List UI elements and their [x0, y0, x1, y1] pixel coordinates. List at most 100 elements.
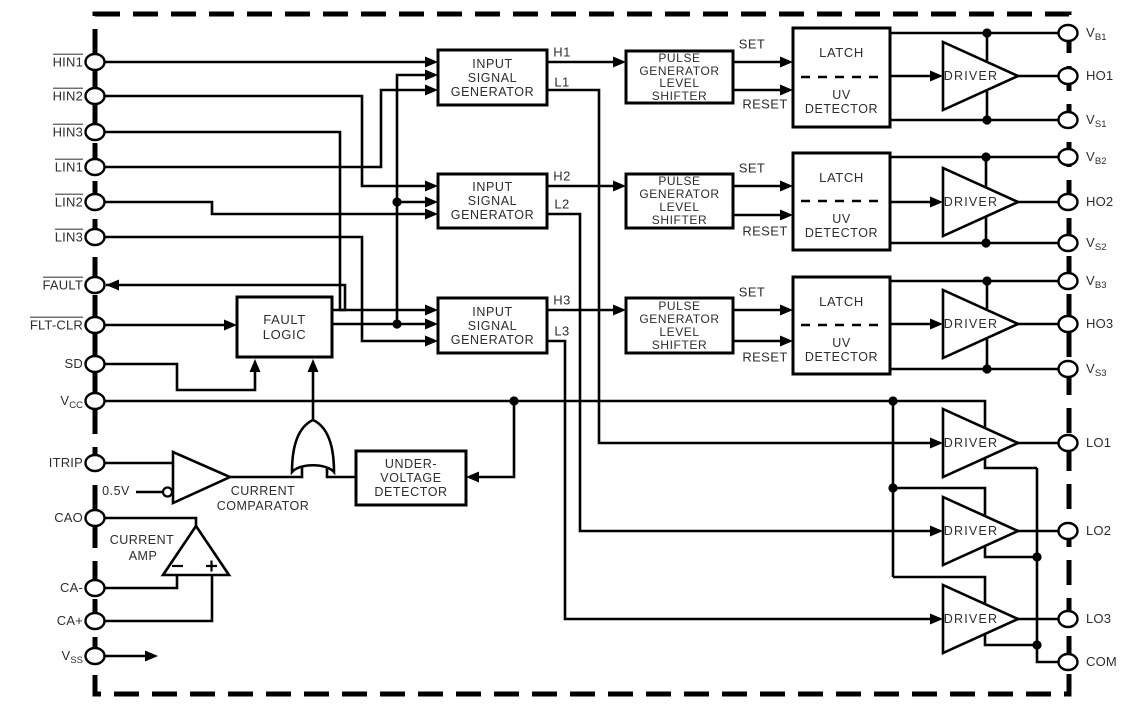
- pin-vss: [84, 646, 106, 666]
- arrowhead: [613, 304, 626, 316]
- pin-label-text-vs3: VS3: [1086, 361, 1107, 380]
- pin-label-text-vb2: VB2: [1086, 149, 1107, 168]
- junction-dot: [888, 396, 898, 406]
- annotations-comparator-1: COMPARATOR: [216, 499, 310, 513]
- pin-label-vss: VSS: [4, 648, 83, 666]
- pin-label-ho1: HO1: [1086, 68, 1113, 83]
- pins_left-4-base: LIN2: [54, 194, 83, 210]
- pin-label-text-lo3: LO3: [1086, 611, 1111, 626]
- pins_left-5-base: LIN3: [54, 229, 83, 245]
- pin-com: [1057, 652, 1079, 672]
- pin-label-text-hin1: HIN1: [52, 53, 83, 70]
- pin-label-text-lo1: LO1: [1086, 435, 1111, 450]
- pin-label-text-flt-clr: FLT-CLR: [29, 316, 83, 333]
- junction-dot: [509, 396, 519, 406]
- latch-uv-detector-3-latch-label: LATCH: [793, 277, 890, 325]
- pins_right-6-base: V: [1086, 273, 1095, 289]
- pin-label-text-lin2: LIN2: [54, 193, 83, 210]
- arrowhead: [425, 335, 438, 347]
- pin-label-cao: CAO: [4, 510, 83, 525]
- pins_left-1-base: HIN2: [52, 88, 83, 104]
- pin-label-ca-minus: CA-: [4, 580, 83, 595]
- signal_labels-8: SET: [738, 160, 766, 176]
- pin-lo1: [1057, 433, 1079, 453]
- junction-dot: [1032, 640, 1042, 650]
- arrowhead: [613, 180, 626, 192]
- blocks-7-lines-2: DETECTOR: [374, 485, 448, 499]
- arrowhead: [425, 208, 438, 220]
- pin-label-hin1: HIN1: [4, 53, 83, 70]
- label-h3: H3: [553, 293, 570, 308]
- arrowhead: [307, 359, 319, 372]
- pins_right-7-base: HO3: [1086, 316, 1114, 332]
- pin-flt-clr: [84, 315, 106, 335]
- pins_right-5-base: V: [1086, 235, 1095, 251]
- pin-label-vs3: VS3: [1086, 361, 1107, 380]
- pin-lo2: [1057, 521, 1079, 541]
- pin-label-vs2: VS2: [1086, 235, 1107, 253]
- junction-dot: [982, 364, 992, 374]
- arrowhead: [780, 84, 793, 96]
- pin-vb2: [1057, 147, 1079, 167]
- blocks-1-lines-2: GENERATOR: [450, 208, 535, 222]
- drivers-3-label: DRIVER: [943, 436, 999, 450]
- arrowhead: [466, 471, 479, 483]
- annotations-comparator-0: CURRENT: [230, 484, 296, 498]
- pin-label-text-lin1: LIN1: [54, 158, 83, 175]
- pins_right-8-sub: S3: [1094, 368, 1107, 380]
- annotations-amplifier-1: AMP: [128, 549, 158, 563]
- pin-ca-plus: [84, 611, 106, 631]
- blocks-0-lines-0: INPUT: [472, 56, 513, 71]
- arrowhead: [613, 56, 626, 68]
- pin-lin3: [84, 227, 106, 247]
- pin-label-fault: FAULT: [4, 276, 83, 293]
- pins_right-12-base: COM: [1086, 654, 1117, 670]
- pins_right-9-base: LO1: [1086, 435, 1112, 451]
- latches-2-bottom-1: DETECTOR: [804, 349, 879, 364]
- arrowhead: [425, 56, 438, 68]
- pin-hin1: [84, 52, 106, 72]
- arrowhead: [930, 196, 943, 208]
- pin-label-text-vb3: VB3: [1086, 273, 1107, 291]
- label-reset-1: RESET: [742, 97, 787, 112]
- latch-uv-detector-1-latch-label: LATCH: [793, 28, 890, 77]
- blocks-3-lines-3: SHIFTER: [651, 88, 708, 103]
- latches-0-bottom-1: DETECTOR: [804, 102, 879, 116]
- pins_right-4-base: HO2: [1086, 194, 1114, 210]
- inverting-input-bubble: [161, 486, 174, 498]
- arrowhead: [780, 56, 793, 68]
- signal_labels-1: L1: [554, 74, 570, 90]
- pins_right-3-sub: B2: [1094, 156, 1107, 168]
- pin-label-text-hin2: HIN2: [52, 87, 83, 104]
- latches-2-top: LATCH: [819, 293, 864, 309]
- arrowhead: [780, 335, 793, 347]
- pin-hin3: [84, 122, 106, 142]
- input-signal-generator-3: [436, 296, 549, 355]
- pin-vs3: [1057, 359, 1079, 379]
- driver-lo1-label: DRIVER: [944, 436, 998, 450]
- latch-uv-detector-2-latch-label: LATCH: [793, 153, 890, 201]
- pin-label-text-vb1: VB1: [1086, 25, 1107, 43]
- blocks-4-lines-1: GENERATOR: [639, 187, 720, 201]
- blocks-5-lines-1: GENERATOR: [639, 311, 720, 326]
- pins_left-7-base: FLT-CLR: [29, 317, 83, 333]
- signal_labels-0: H1: [553, 44, 571, 60]
- pin-label-lo3: LO3: [1086, 611, 1111, 626]
- pins_left-13-base: CA+: [56, 613, 83, 629]
- pin-itrip: [84, 453, 106, 473]
- input-signal-generator-2: [436, 172, 549, 230]
- pin-label-text-itrip: ITRIP: [49, 455, 83, 470]
- blocks-4-lines-3: SHIFTER: [651, 213, 708, 227]
- drivers-0-label: DRIVER: [943, 69, 999, 83]
- pin-label-itrip: ITRIP: [4, 455, 83, 470]
- drivers-4-label: DRIVER: [943, 524, 999, 538]
- pins_right-10-base: LO2: [1086, 523, 1112, 539]
- pin-ho3: [1057, 314, 1079, 334]
- pins_right-0-base: V: [1086, 25, 1095, 41]
- annotations-amplifier-0: CURRENT: [109, 533, 175, 547]
